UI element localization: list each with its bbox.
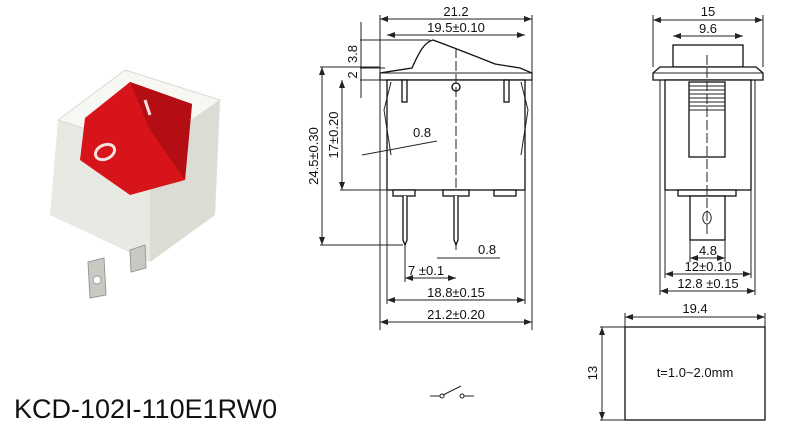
off-symbol-icon	[93, 142, 117, 162]
spst-switch-symbol-icon	[430, 385, 474, 399]
dim-pin-pitch: 7 ±0.1	[408, 263, 444, 278]
front-view: 21.2 19.5±0.10 3.8 2 24.5±0.30 17±0.20 0…	[306, 4, 533, 330]
part-number: KCD-102I-110E1RW0	[14, 394, 277, 424]
dim-body-height: 17±0.20	[326, 112, 341, 159]
side-view: 15 9.6 4.8 12±0.10 12.8 ±0.15	[652, 4, 764, 295]
panel-cutout: 19.4 13 t=1.0~2.0mm	[585, 301, 766, 421]
on-symbol-icon	[143, 99, 152, 116]
panel-thickness-note: t=1.0~2.0mm	[657, 365, 734, 380]
dim-flange-width: 15	[701, 4, 715, 19]
terminal	[129, 244, 147, 273]
dim-side-rocker-width: 9.6	[699, 21, 717, 36]
dim-overall-width: 21.2	[443, 4, 468, 19]
dim-base-width: 21.2±0.20	[427, 307, 485, 322]
dim-clip-width: 12.8 ±0.15	[677, 276, 738, 291]
dim-clip-thickness: 0.8	[413, 125, 431, 140]
dim-terminal-width: 4.8	[699, 243, 717, 258]
dim-body-width: 18.8±0.15	[427, 285, 485, 300]
dim-total-height: 24.5±0.30	[306, 127, 321, 185]
product-photo	[50, 69, 222, 299]
dim-cutout-width: 19.4	[682, 301, 707, 316]
dim-flange-thickness: 2	[345, 71, 360, 78]
dim-rocker-width: 19.5±0.10	[427, 20, 485, 35]
dim-rocker-height: 3.8	[345, 45, 360, 63]
dim-pin-thickness: 0.8	[478, 242, 496, 257]
dim-side-body-width: 12±0.10	[685, 259, 732, 274]
cutout-outline	[624, 326, 766, 421]
dim-cutout-height: 13	[585, 366, 600, 380]
